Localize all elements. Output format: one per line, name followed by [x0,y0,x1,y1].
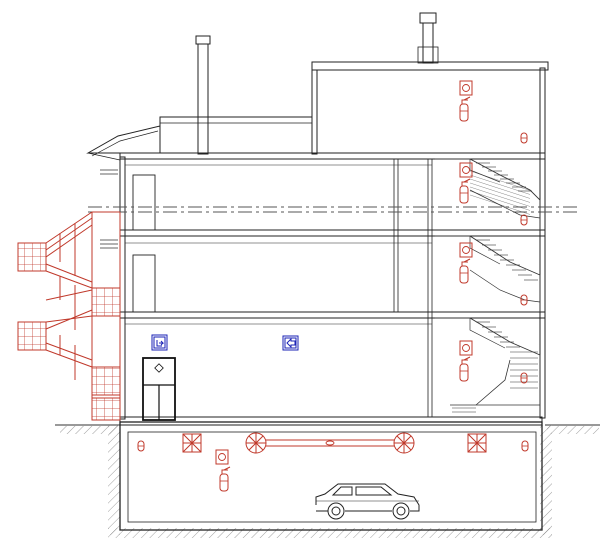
basement-level [119,421,543,531]
fire-extinguisher-1 [459,96,471,122]
fire-hose-box-4 [459,340,473,356]
car-icon [315,483,420,520]
fire-extinguisher-2 [459,178,471,204]
emergency-light-1 [520,132,528,144]
fire-extinguisher-3 [459,258,471,284]
smoke-damper-right [467,433,487,453]
ground-terrain [55,424,600,538]
door-first-floor [132,174,156,231]
fire-extinguisher-5 [219,466,231,492]
fire-hose-box-1 [459,80,473,96]
smoke-fan-right [393,432,415,454]
emergency-light-5 [521,440,529,452]
building-shell [119,61,549,426]
pitched-roof [86,125,161,161]
smoke-fan-left [245,432,267,454]
chimney-right [417,12,439,64]
entrance-door [142,357,176,421]
internal-stair [435,158,541,417]
chimney-left [195,35,211,155]
section-axis-line [88,206,580,213]
emergency-light-2 [520,214,528,226]
emergency-light-6 [520,372,528,384]
emergency-exit-sign [151,334,168,351]
wall-grille [100,169,118,249]
direction-arrow-sign [282,335,299,351]
fire-hose-box-5 [215,449,229,465]
door-second-floor [132,254,156,313]
external-fire-stair [17,211,121,421]
fire-extinguisher-4 [459,356,471,382]
emergency-light-4 [137,440,145,452]
ventilation-duct [266,439,394,447]
emergency-light-3 [520,294,528,306]
smoke-damper-left [182,433,202,453]
